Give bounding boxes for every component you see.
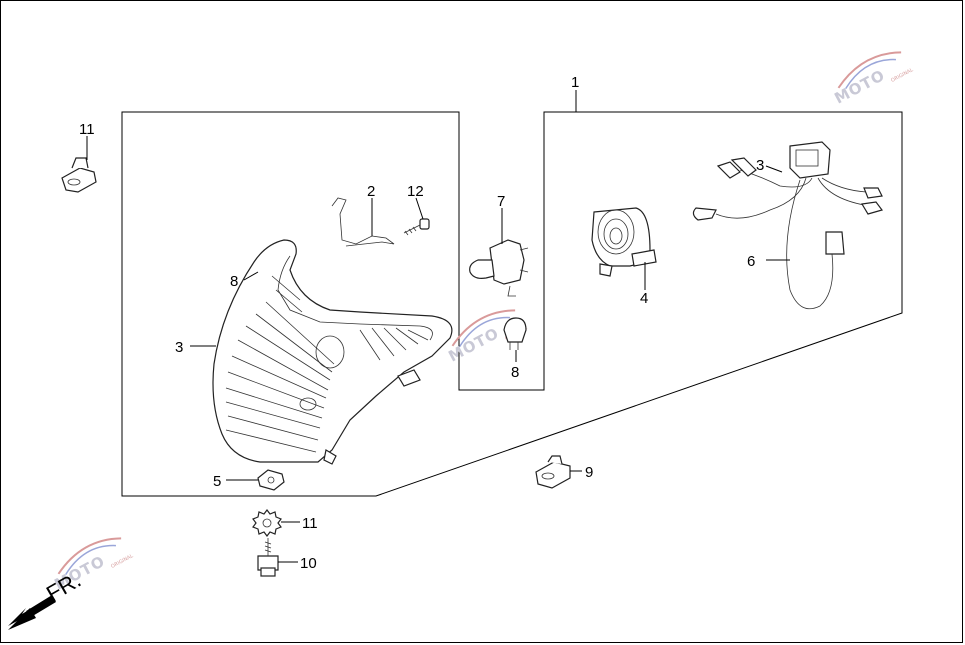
part-7-headlight-bulb — [469, 239, 529, 297]
part-12-screw — [403, 218, 430, 236]
watermark-top-right: MOTO ORIGINAL — [831, 51, 915, 108]
callout-11-washer: 11 — [302, 515, 318, 532]
callout-12: 12 — [407, 183, 424, 200]
callout-1: 1 — [571, 74, 579, 91]
watermark-subtext: ORIGINAL — [890, 67, 914, 84]
callout-7: 7 — [497, 193, 505, 210]
callout-8-housing: 8 — [230, 273, 238, 290]
front-direction-arrow — [8, 595, 56, 630]
callout-6: 6 — [747, 253, 755, 270]
part-11-star-washer — [252, 509, 282, 537]
callout-3-harness: 3 — [756, 157, 764, 174]
callout-8-bulb: 8 — [511, 364, 519, 381]
part-9-clip — [535, 455, 571, 489]
part-4-bulb-cover — [591, 207, 657, 277]
callout-11-top: 11 — [79, 121, 95, 138]
part-3-headlight-housing — [212, 239, 453, 465]
part-8-position-bulb — [503, 317, 527, 350]
callout-4: 4 — [640, 290, 648, 307]
part-2-spring-wire — [331, 197, 395, 247]
watermark-subtext: ORIGINAL — [110, 553, 134, 570]
callout-5: 5 — [213, 473, 221, 490]
assembly-outline — [121, 111, 903, 497]
callout-2: 2 — [367, 183, 375, 200]
part-6-wire-harness — [692, 141, 884, 310]
callout-10: 10 — [300, 555, 317, 572]
part-5-nut — [257, 469, 285, 491]
part-11-clip-top — [61, 157, 97, 193]
callout-3-housing: 3 — [175, 339, 183, 356]
part-10-bolt — [257, 538, 279, 577]
callout-9: 9 — [585, 464, 593, 481]
